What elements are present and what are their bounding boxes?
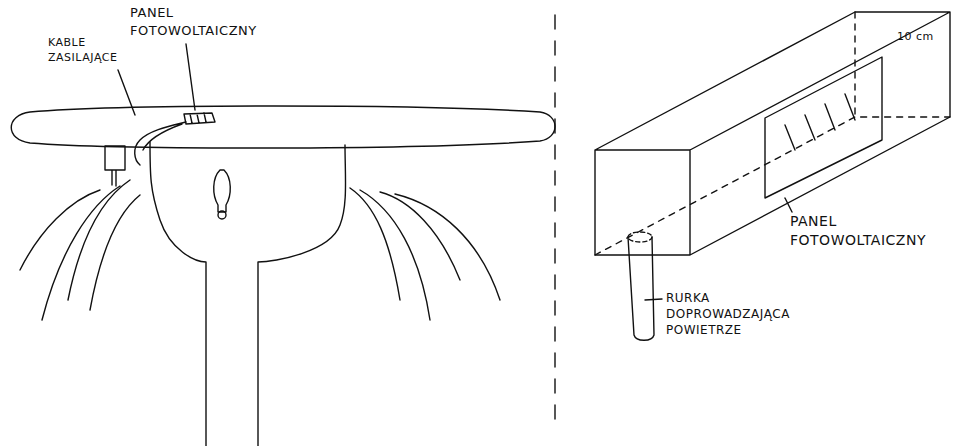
leader-line [785,198,792,212]
box [595,12,950,255]
lamp-head [150,142,346,446]
leader-line [186,44,195,110]
solar-panel [184,113,215,124]
cables [135,122,186,165]
bulb [214,170,231,212]
cable-label: KABLE ZASILAJĄCE [48,36,130,66]
spray [20,180,140,320]
leader-line [118,70,135,115]
tube-top [628,232,652,242]
box-hidden-edges [595,12,950,255]
tube [628,237,654,340]
panel-label: PANEL FOTOWOLTAICZNY [790,212,950,250]
bulb-base [218,211,226,219]
roof [11,106,555,148]
divider [554,15,555,430]
spray [350,188,500,320]
leader-line [645,299,662,300]
side-panel [765,57,882,198]
panel-label: PANEL FOTOWOLTAICZNY [130,4,290,39]
tube-label: RURKA DOPROWADZAJĄCA POWIETRZE [666,290,796,339]
sensor-box [105,146,125,186]
dimension: 10 cm [897,30,955,45]
